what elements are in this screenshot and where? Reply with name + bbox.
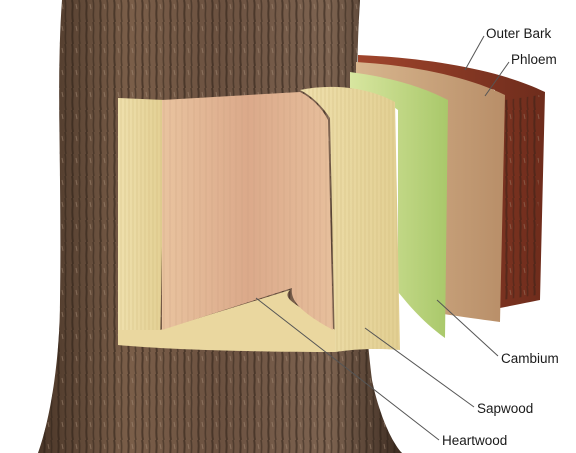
outer-bark-label: Outer Bark bbox=[486, 27, 551, 41]
cambium-label: Cambium bbox=[501, 352, 559, 366]
phloem-label: Phloem bbox=[511, 53, 557, 67]
leader-outer-bark bbox=[465, 36, 484, 70]
sapwood-label: Sapwood bbox=[477, 402, 533, 416]
heartwood-label: Heartwood bbox=[442, 434, 507, 448]
heartwood bbox=[162, 92, 333, 330]
